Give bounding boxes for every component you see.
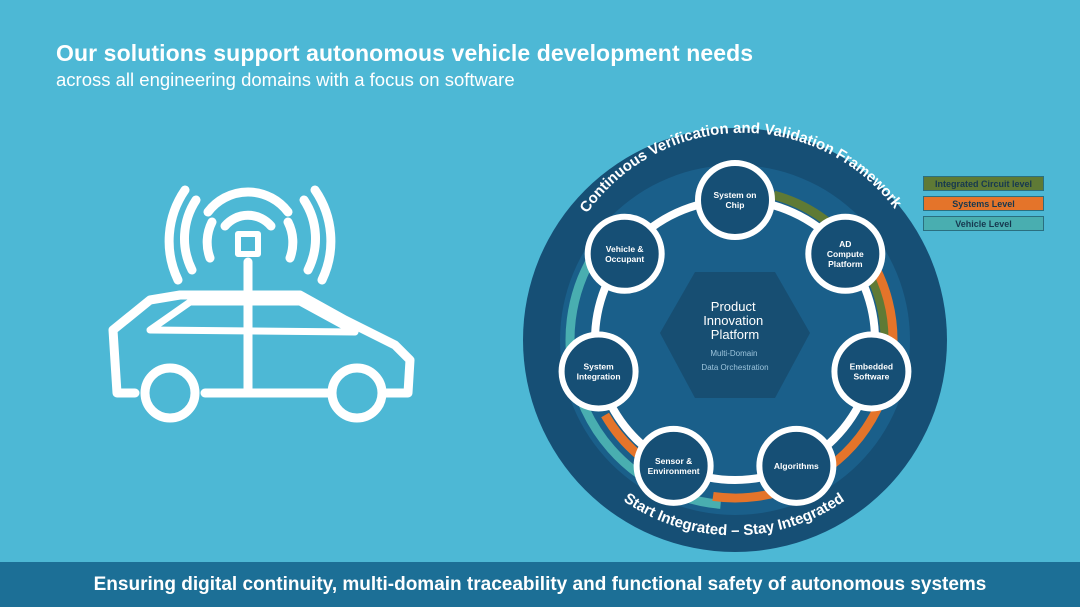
node-circle [558, 331, 639, 412]
diagram-node: Vehicle &Occupant [584, 213, 665, 294]
svg-text:Multi-Domain Data Orchestr: Multi-Domain Data Orchestration [701, 349, 768, 372]
node-circle [756, 425, 837, 506]
diagram-node: Algorithms [756, 425, 837, 506]
node-circle [695, 160, 775, 240]
node-circle [633, 425, 714, 506]
node-circle [805, 213, 886, 294]
center-sub-1: Multi-Domain [710, 349, 757, 358]
footer-banner: Ensuring digital continuity, multi-domai… [0, 562, 1080, 607]
center-hexagon [660, 272, 810, 398]
legend-vehicle: Vehicle Level [923, 216, 1044, 231]
connected-car-icon [108, 185, 415, 423]
node-circle [584, 213, 665, 294]
node-circle [831, 331, 912, 412]
center-title-1: Product [711, 299, 756, 314]
page-subtitle: across all engineering domains with a fo… [56, 69, 515, 90]
svg-text:Product Innovation Pla: Product Innovation Platform [703, 299, 767, 342]
page-title: Our solutions support autonomous vehicle… [56, 40, 754, 66]
node-label: Sensor &Environment [648, 456, 700, 476]
legend-integrated-circuit: Integrated Circuit level [923, 176, 1044, 191]
systems-level-arc [712, 258, 898, 503]
center-title-2: Innovation [703, 313, 763, 328]
node-label: Vehicle &Occupant [605, 244, 644, 264]
diagram-node: Sensor &Environment [633, 425, 714, 506]
center-title-3: Platform [711, 327, 759, 342]
legend-systems: Systems Level [923, 196, 1044, 211]
center-sub-2: Data Orchestration [701, 363, 768, 372]
node-label: Algorithms [774, 461, 819, 471]
